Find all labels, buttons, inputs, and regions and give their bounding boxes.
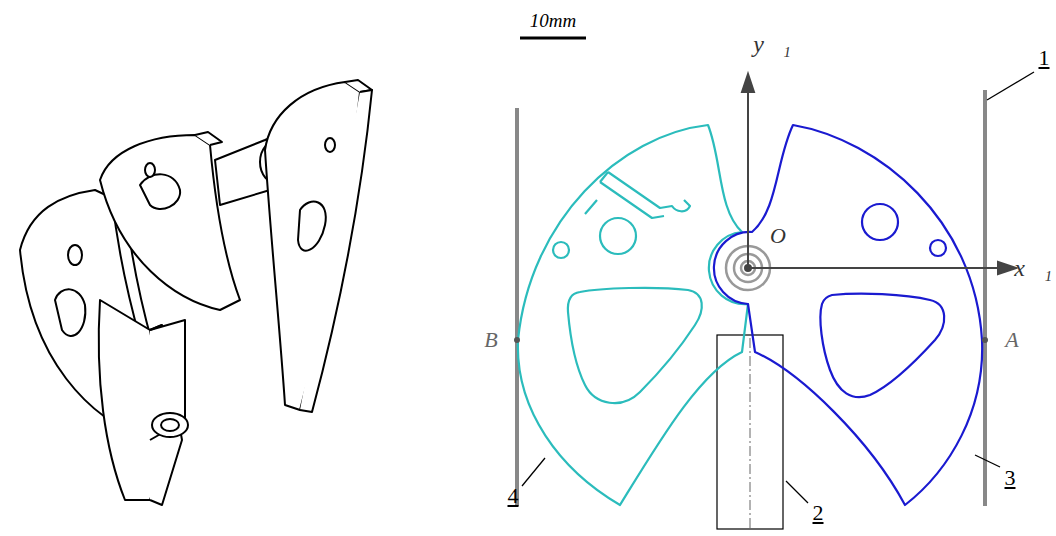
contact-point (514, 337, 520, 343)
rope-bar (983, 90, 987, 506)
callout-number: 1 (1039, 47, 1050, 69)
point-label: A (1005, 329, 1018, 351)
leader-lines (522, 72, 1034, 503)
scale-label: 10mm (530, 11, 576, 30)
axes (742, 74, 1016, 274)
cam-left (518, 125, 748, 505)
axis-label: y⃗₁ (753, 32, 791, 56)
callout-number: 3 (1005, 467, 1016, 489)
isometric-view (20, 80, 372, 505)
cam-right (714, 125, 982, 505)
scale-bar (520, 37, 586, 40)
callout-number: 4 (508, 485, 519, 507)
point-label: B (484, 329, 497, 351)
axis-label: x⃗₁ (1014, 256, 1052, 280)
rope-bar (515, 108, 519, 506)
center-line (750, 338, 751, 528)
callout-number: 2 (813, 502, 824, 524)
point-label: O (770, 225, 786, 247)
contact-point (982, 337, 988, 343)
axle-body (717, 335, 783, 529)
